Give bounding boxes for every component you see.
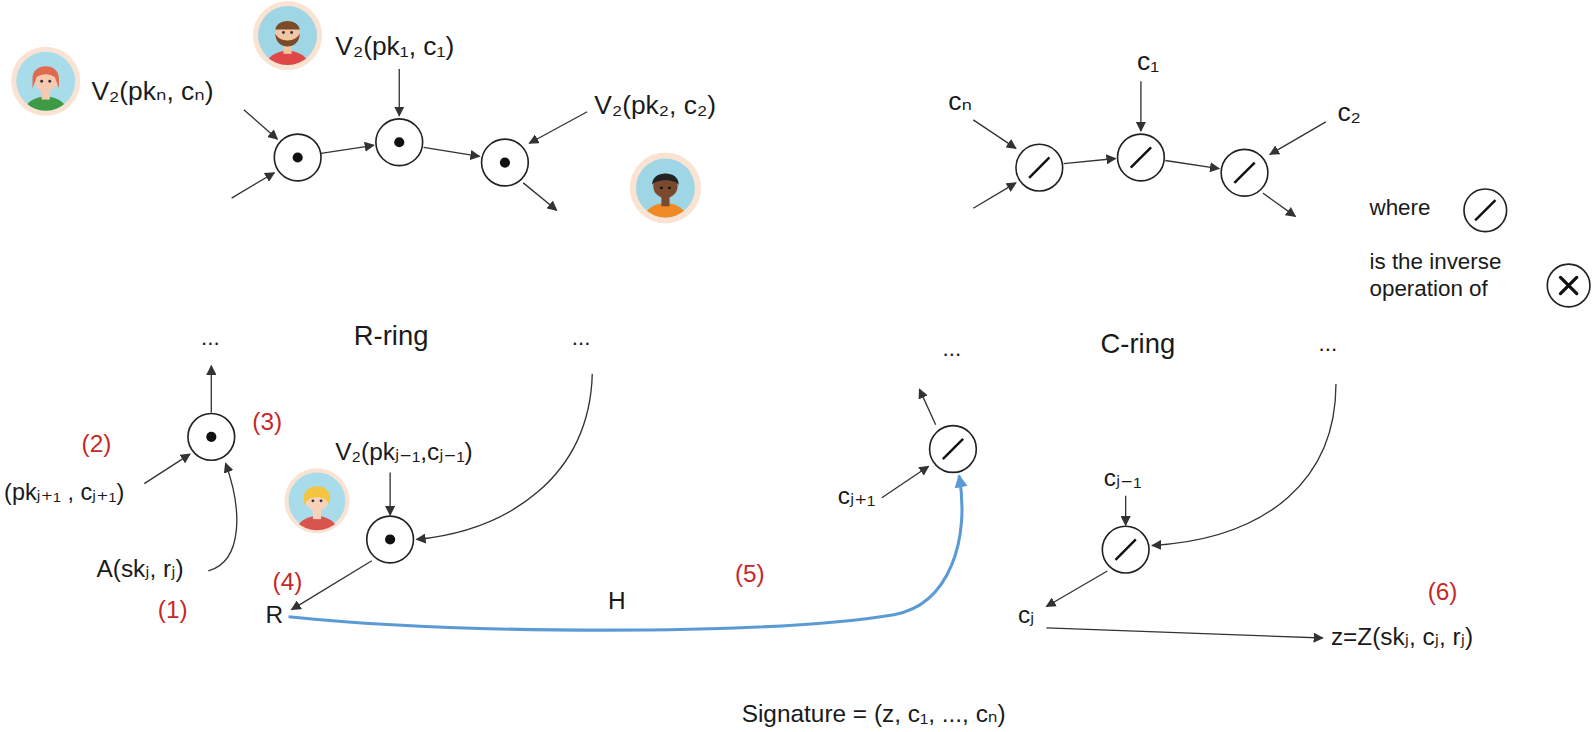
step-number: (6) — [1428, 578, 1458, 606]
step-number: (5) — [735, 560, 765, 588]
avatar — [253, 1, 322, 81]
times-mark — [1560, 277, 1576, 293]
inverse-circles — [930, 134, 1590, 573]
ring-title: R-ring — [354, 320, 429, 352]
hash-label: H — [608, 587, 626, 615]
input-label: V₂(pkₙ, cₙ) — [91, 76, 213, 106]
step-number: (2) — [82, 430, 112, 458]
commit-value: R — [266, 601, 284, 629]
input-label: V₂(pk₂, c₂) — [594, 90, 716, 120]
ring-title: C-ring — [1101, 328, 1176, 360]
avatar — [11, 47, 80, 127]
input-label: V₂(pkⱼ₋₁,cⱼ₋₁) — [335, 438, 472, 466]
note-text: operation of — [1370, 276, 1488, 302]
challenge-label: c₂ — [1337, 97, 1360, 127]
challenge-label: c₁ — [1137, 46, 1159, 76]
input-label: (pkⱼ₊₁ , cⱼ₊₁) — [4, 479, 124, 506]
multiply-circles — [188, 119, 528, 563]
dot-marks — [206, 137, 510, 544]
step-number: (4) — [273, 568, 303, 596]
hash-arrow — [289, 475, 962, 630]
challenge-label: cₙ — [948, 86, 972, 116]
arrow-lines — [144, 69, 1336, 638]
challenge-label: cⱼ₊₁ — [838, 482, 876, 510]
avatar — [630, 152, 701, 233]
ellipsis: ... — [201, 325, 220, 351]
avatar — [284, 468, 349, 546]
ellipsis: ... — [1319, 331, 1338, 357]
ellipsis: ... — [943, 336, 962, 362]
step-number: (1) — [158, 596, 188, 624]
challenge-value: cⱼ — [1018, 601, 1034, 629]
step-number: (3) — [252, 408, 282, 436]
challenge-label: cⱼ₋₁ — [1104, 464, 1142, 492]
note-text: is the inverse — [1370, 249, 1502, 275]
response-formula: z=Z(skⱼ, cⱼ, rⱼ) — [1331, 623, 1473, 651]
ellipsis: ... — [572, 325, 591, 351]
signature-caption: Signature = (z, c₁, ..., cₙ) — [742, 700, 1006, 728]
commit-label: A(skⱼ, rⱼ) — [97, 555, 184, 583]
slash-marks — [943, 147, 1496, 559]
note-text: where — [1370, 195, 1431, 221]
input-label: V₂(pk₁, c₁) — [335, 31, 454, 61]
